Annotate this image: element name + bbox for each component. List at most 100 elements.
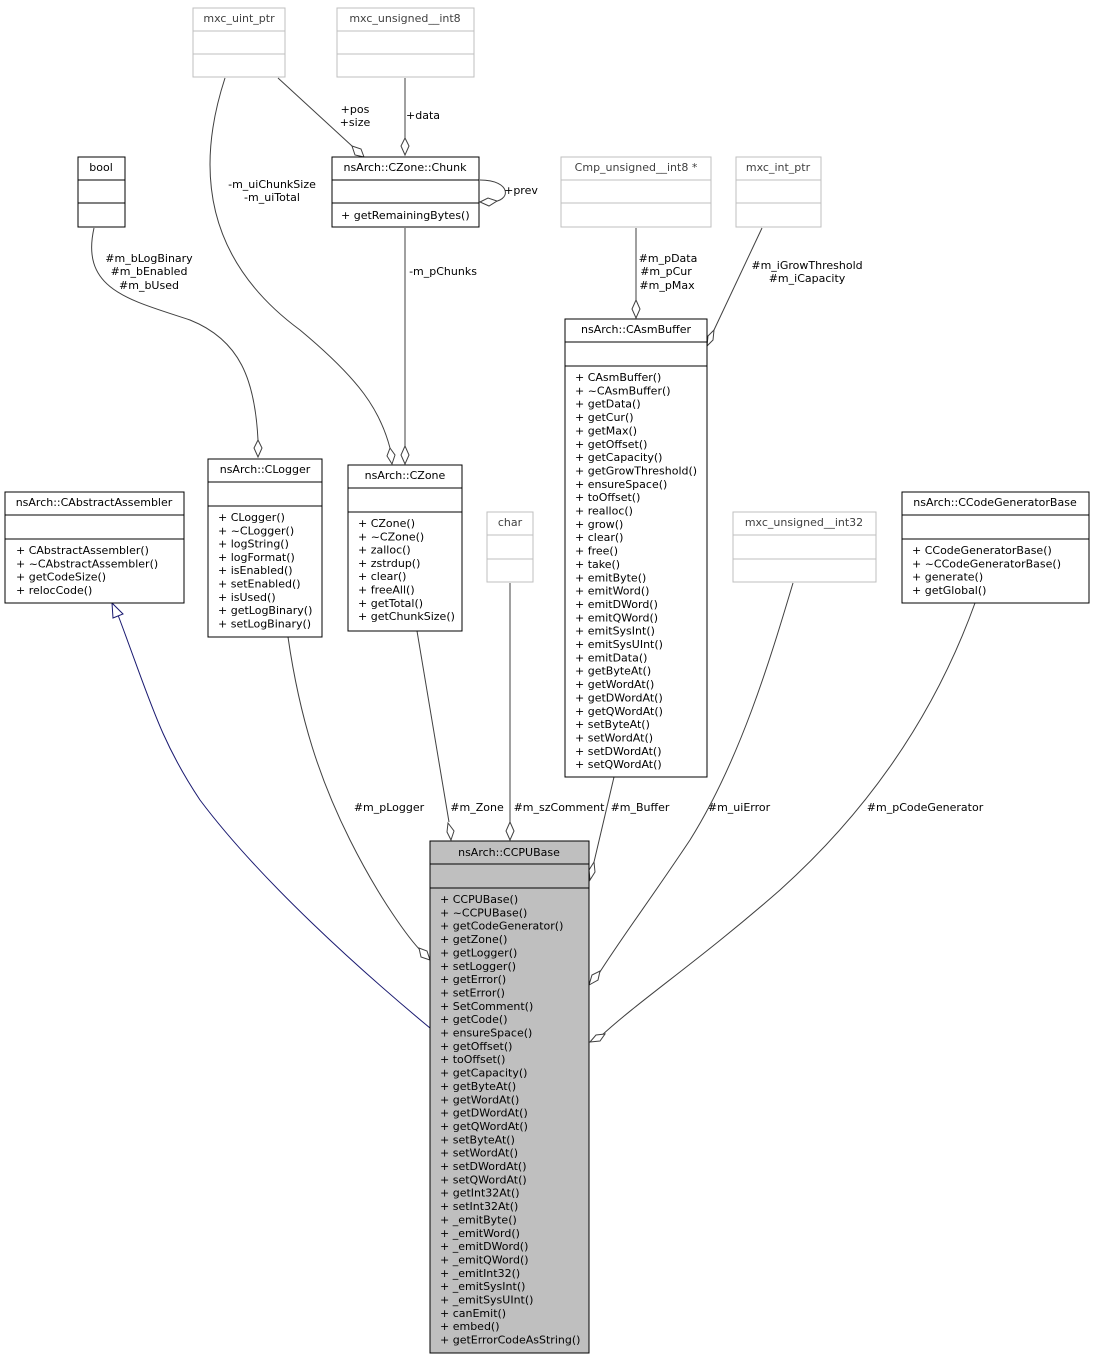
class-bool: bool — [77, 156, 126, 228]
class-method: + getOffset() — [575, 438, 647, 451]
edge-pcodegenerator — [600, 602, 976, 1037]
class-method: + setQWordAt() — [440, 1173, 527, 1186]
class-method: + _emitInt32() — [440, 1267, 520, 1280]
class-method: + canEmit() — [440, 1307, 506, 1320]
class-method: + getByteAt() — [575, 665, 651, 678]
class-mxc-unsigned-int8: mxc_unsigned__int8 — [336, 7, 475, 78]
class-method: + getZone() — [440, 933, 507, 946]
edge-uierror — [597, 582, 794, 976]
edge-label-pchunks: -m_pChunks — [409, 265, 477, 278]
aggregation-diamond — [418, 947, 431, 961]
class-method: + clear() — [358, 570, 406, 583]
class-title: nsArch::CCodeGeneratorBase — [913, 496, 1077, 509]
class-method: + ~CCodeGeneratorBase() — [912, 557, 1061, 570]
edge-label-pdata: #m_pData — [639, 252, 698, 265]
class-clogger: nsArch::CLogger + CLogger()+ ~CLogger()+… — [207, 458, 323, 638]
class-czone: nsArch::CZone + CZone()+ ~CZone()+ zallo… — [347, 464, 463, 632]
class-title: mxc_int_ptr — [746, 161, 811, 174]
class-method: + getDWordAt() — [575, 691, 663, 704]
edge-zone — [416, 630, 450, 823]
edge-label-logbinary: #m_bLogBinary — [105, 252, 193, 265]
class-title: Cmp_unsigned__int8 * — [575, 161, 698, 174]
class-method: + setQWordAt() — [575, 758, 662, 771]
class-method: + setEnabled() — [218, 578, 301, 591]
class-char: char — [486, 511, 534, 583]
class-casmbuffer: nsArch::CAsmBuffer + CAsmBuffer()+ ~CAsm… — [564, 318, 708, 778]
edge-label-uierror: #m_uiError — [708, 801, 771, 814]
class-method: + emitQWord() — [575, 611, 658, 624]
class-method: + generate() — [912, 571, 983, 584]
edge-label-prev: +prev — [504, 184, 538, 197]
edge-prev — [479, 179, 506, 203]
class-method: + clear() — [575, 531, 623, 544]
class-method: + logString() — [218, 538, 289, 551]
class-method: + isEnabled() — [218, 564, 293, 577]
class-title: nsArch::CAbstractAssembler — [16, 496, 173, 509]
class-method: + getData() — [575, 398, 641, 411]
class-method: + realloc() — [575, 505, 633, 518]
class-method: + ~CZone() — [358, 530, 424, 543]
class-title: mxc_unsigned__int8 — [349, 12, 460, 25]
class-cabstractassembler: nsArch::CAbstractAssembler + CAbstractAs… — [4, 491, 185, 604]
class-method: + take() — [575, 558, 620, 571]
edge-label-chunksize: -m_uiChunkSize — [228, 178, 316, 191]
inheritance-arrow — [111, 601, 124, 619]
class-method: + getGlobal() — [912, 584, 986, 597]
class-title: nsArch::CZone — [365, 469, 446, 482]
edge-label-plogger: #m_pLogger — [354, 801, 425, 814]
edge-label-total: -m_uiTotal — [244, 191, 300, 204]
class-method: + getTotal() — [358, 597, 423, 610]
class-method: + CAsmBuffer() — [575, 371, 661, 384]
class-method: + SetComment() — [440, 1000, 533, 1013]
method-list: + CCodeGeneratorBase()+ ~CCodeGeneratorB… — [912, 544, 1061, 597]
edge-label-pcodegenerator: #m_pCodeGenerator — [867, 801, 984, 814]
class-method: + _emitWord() — [440, 1227, 520, 1240]
edge-label-size: +size — [340, 116, 371, 129]
class-method: + setDWordAt() — [440, 1160, 527, 1173]
aggregation-diamond — [588, 860, 596, 882]
edge-label-enabled: #m_bEnabled — [111, 265, 188, 278]
class-method: + setWordAt() — [575, 732, 653, 745]
edge-label-zone: #m_Zone — [450, 801, 504, 814]
aggregation-diamond — [351, 145, 365, 158]
class-method: + CLogger() — [218, 511, 285, 524]
class-method: + getCode() — [440, 1013, 508, 1026]
class-method: + ~CLogger() — [218, 524, 294, 537]
method-list: + CAbstractAssembler()+ ~CAbstractAssemb… — [16, 544, 158, 597]
edge-label-data: +data — [406, 109, 440, 122]
class-mxc-unsigned-int32: mxc_unsigned__int32 — [732, 511, 877, 583]
aggregation-diamond — [706, 328, 715, 348]
edge-pos-size — [277, 77, 353, 147]
class-method: + setInt32At() — [440, 1200, 518, 1213]
class-method: + ~CAsmBuffer() — [575, 384, 671, 397]
class-method: + _emitSysUInt() — [440, 1294, 533, 1307]
edge-label-growthreshold: #m_iGrowThreshold — [751, 259, 862, 272]
class-method: + getCapacity() — [440, 1067, 527, 1080]
class-method: + getByteAt() — [440, 1080, 516, 1093]
edge-label-pos: +pos — [341, 103, 370, 116]
class-title: mxc_uint_ptr — [203, 12, 275, 25]
class-method: + getDWordAt() — [440, 1107, 528, 1120]
class-method: + _emitDWord() — [440, 1240, 528, 1253]
aggregation-diamond — [400, 136, 410, 157]
class-method: + getLogBinary() — [218, 604, 312, 617]
class-title: char — [498, 516, 523, 529]
class-method: + getQWordAt() — [575, 705, 663, 718]
class-method: + getOffset() — [440, 1040, 512, 1053]
aggregation-diamond — [386, 446, 396, 466]
class-method: + ~CAbstractAssembler() — [16, 557, 158, 570]
class-method: + zstrdup() — [358, 557, 420, 570]
class-method: + emitData() — [575, 651, 647, 664]
class-method: + setError() — [440, 987, 505, 1000]
class-method: + getMax() — [575, 424, 637, 437]
edge-chunksize-total — [209, 77, 391, 449]
class-method: + emitSysInt() — [575, 625, 655, 638]
class-method: + emitSysUInt() — [575, 638, 663, 651]
class-method: + ~CCPUBase() — [440, 906, 527, 919]
class-method: + setByteAt() — [575, 718, 650, 731]
class-ccodegeneratorbase: nsArch::CCodeGeneratorBase + CCodeGenera… — [901, 491, 1090, 604]
class-method: + freeAll() — [358, 584, 415, 597]
class-method: + getLogger() — [440, 946, 517, 959]
class-method: + CCodeGeneratorBase() — [912, 544, 1052, 557]
aggregation-diamond — [588, 1033, 607, 1043]
